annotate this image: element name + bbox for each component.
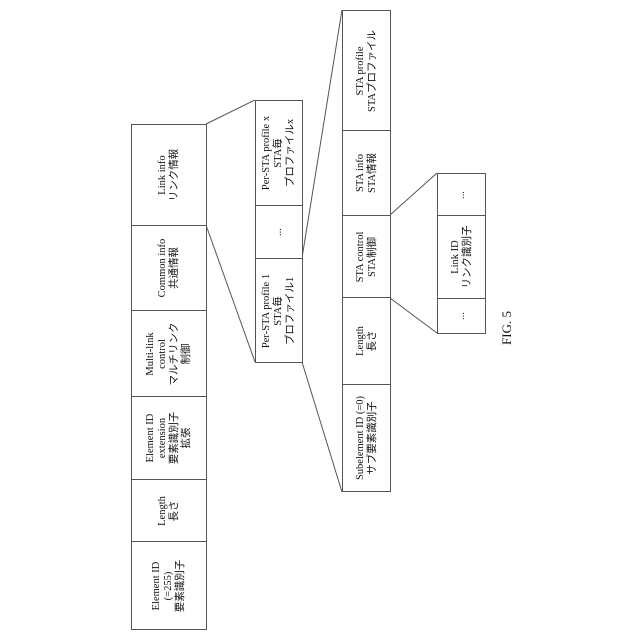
sta-profile-field: STA profile STAプロファイル [342, 10, 391, 131]
per-sta-ellipsis-label: ... [273, 228, 285, 236]
link-info-expansion-line-bottom [206, 225, 255, 362]
element-length-field: Length 長さ [131, 479, 207, 542]
subelement-id-field: Subelement ID (=0) サブ要素識別子 [342, 384, 391, 492]
multi-link-control-field: Multi-link control マルチリンク 制御 [131, 310, 207, 397]
element-length-label: Length 長さ [157, 496, 181, 526]
link-info-field: Link info リンク情報 [131, 124, 207, 226]
sta-control-ellipsis-right-field: ... [437, 173, 486, 216]
subelement-id-label: Subelement ID (=0) サブ要素識別子 [355, 396, 379, 480]
link-id-label: Link ID リンク識別子 [450, 226, 474, 289]
sta-control-ellipsis-left-field: ... [437, 298, 486, 334]
figure-label: FIG. 5 [499, 311, 515, 345]
element-id-field: Element ID (=255) 要素識別子 [131, 541, 207, 630]
element-id-extension-field: Element ID extension 要素識別子 拡張 [131, 396, 207, 480]
sta-control-expansion-line-bottom [390, 298, 437, 333]
per-sta-length-field: Length 長さ [342, 297, 391, 385]
sta-profile-label: STA profile STAプロファイル [355, 30, 379, 112]
link-info-label: Link info リンク情報 [157, 149, 181, 202]
element-id-extension-label: Element ID extension 要素識別子 拡張 [145, 412, 193, 465]
per-sta-profile-1-field: Per-STA profile 1 STA毎 プロファイル1 [255, 258, 303, 363]
element-id-label: Element ID (=255) 要素識別子 [151, 559, 187, 612]
sta-control-field: STA control STA制御 [342, 215, 391, 298]
per-sta-profile-x-field: Per-STA profile x STA毎 プロファイルx [255, 100, 303, 206]
multi-link-control-label: Multi-link control マルチリンク 制御 [145, 322, 193, 385]
sta-control-label: STA control STA制御 [355, 231, 379, 282]
common-info-field: Common info 共通情報 [131, 225, 207, 311]
per-sta-length-label: Length 長さ [355, 326, 379, 356]
link-info-expansion-line-top [206, 100, 255, 124]
per-sta-profile-1-label: Per-STA profile 1 STA毎 プロファイル1 [261, 273, 297, 347]
sta-control-ellipsis-right-label: ... [456, 191, 468, 199]
sta-control-expansion-line-top [390, 173, 437, 215]
per-sta-expansion-line-bottom [302, 362, 342, 492]
per-sta-ellipsis-field: ... [255, 205, 303, 259]
sta-control-ellipsis-left-label: ... [456, 312, 468, 320]
per-sta-expansion-line-top [302, 10, 342, 258]
sta-info-label: STA info STA情報 [355, 153, 379, 193]
per-sta-profile-x-label: Per-STA profile x STA毎 プロファイルx [261, 116, 297, 190]
sta-info-field: STA info STA情報 [342, 130, 391, 216]
link-id-field: Link ID リンク識別子 [437, 215, 486, 299]
common-info-label: Common info 共通情報 [157, 239, 181, 298]
